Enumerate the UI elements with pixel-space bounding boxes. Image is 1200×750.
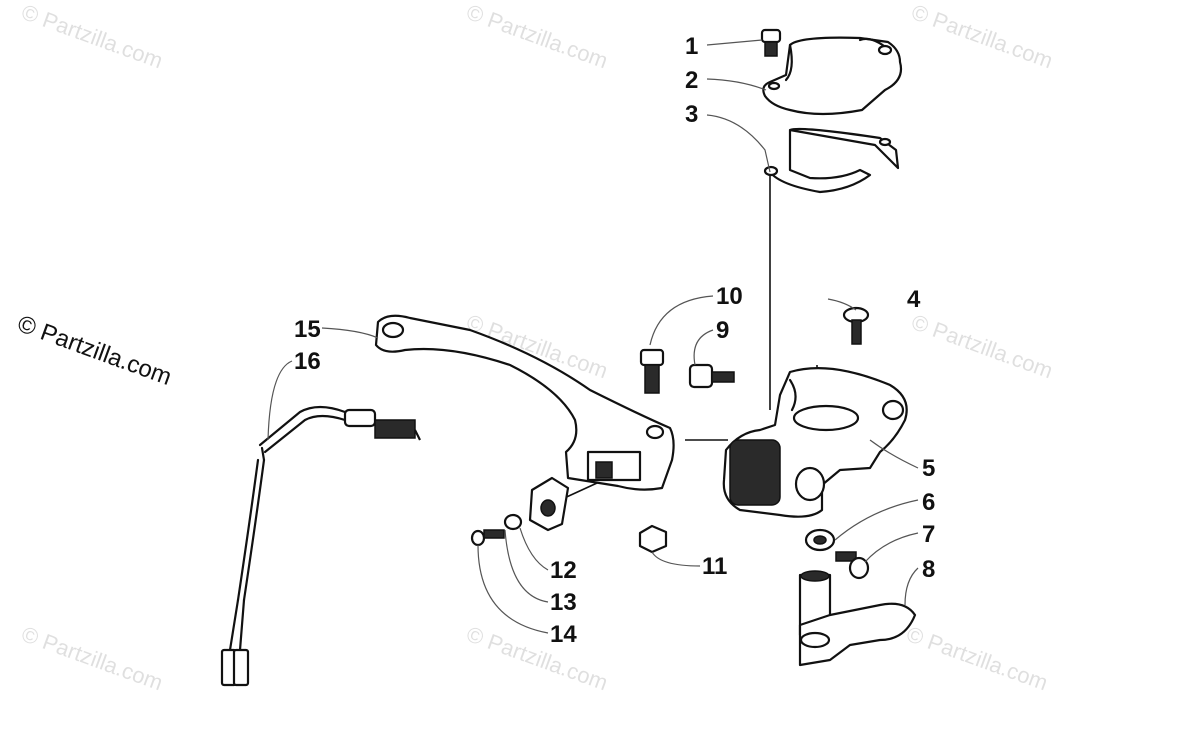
leader-lines xyxy=(267,39,919,634)
callout-10: 10 xyxy=(716,283,743,310)
callout-9: 9 xyxy=(716,317,729,344)
part-4-screw xyxy=(842,306,870,345)
callout-4: 4 xyxy=(907,286,921,313)
watermarks: © Partzilla.com © Partzilla.com © Partzi… xyxy=(14,0,1056,695)
part-10-pivot-bolt xyxy=(639,348,665,394)
part-15-lever xyxy=(374,314,675,491)
part-8-pivot-lever xyxy=(798,570,917,667)
callout-1: 1 xyxy=(685,33,698,60)
watermark-main: © Partzilla.com xyxy=(14,310,175,391)
watermark: © Partzilla.com xyxy=(463,0,611,73)
callout-5: 5 xyxy=(922,455,935,482)
watermark: © Partzilla.com xyxy=(18,621,166,695)
callouts: 1 2 3 4 5 6 7 8 9 10 11 12 13 14 15 16 xyxy=(294,33,935,648)
part-9-bolt xyxy=(688,363,735,389)
watermark: © Partzilla.com xyxy=(903,621,1051,695)
part-6-washer xyxy=(804,528,836,552)
callout-7: 7 xyxy=(922,521,935,548)
part-16-switch-wire xyxy=(220,405,421,687)
callout-2: 2 xyxy=(685,67,698,94)
watermark: © Partzilla.com xyxy=(18,0,166,73)
callout-11: 11 xyxy=(702,553,727,580)
part-11-nut xyxy=(638,524,668,554)
part-12-adjuster xyxy=(528,476,570,532)
watermark: © Partzilla.com xyxy=(463,621,611,695)
part-1-screw xyxy=(760,28,782,57)
part-3-gasket xyxy=(763,127,900,194)
part-13-spacer xyxy=(503,513,523,531)
part-14-screw xyxy=(470,529,505,547)
part-2-cover xyxy=(762,36,903,116)
callout-16: 16 xyxy=(294,348,321,375)
callout-15: 15 xyxy=(294,316,321,343)
callout-6: 6 xyxy=(922,489,935,516)
callout-8: 8 xyxy=(922,556,935,583)
callout-12: 12 xyxy=(550,557,577,584)
watermark: © Partzilla.com xyxy=(908,309,1056,383)
callout-3: 3 xyxy=(685,101,698,128)
part-7-screw xyxy=(835,551,870,580)
part-5-master-cylinder xyxy=(722,367,908,518)
watermark: © Partzilla.com xyxy=(908,0,1056,73)
callout-14: 14 xyxy=(550,621,577,648)
callout-13: 13 xyxy=(550,589,577,616)
